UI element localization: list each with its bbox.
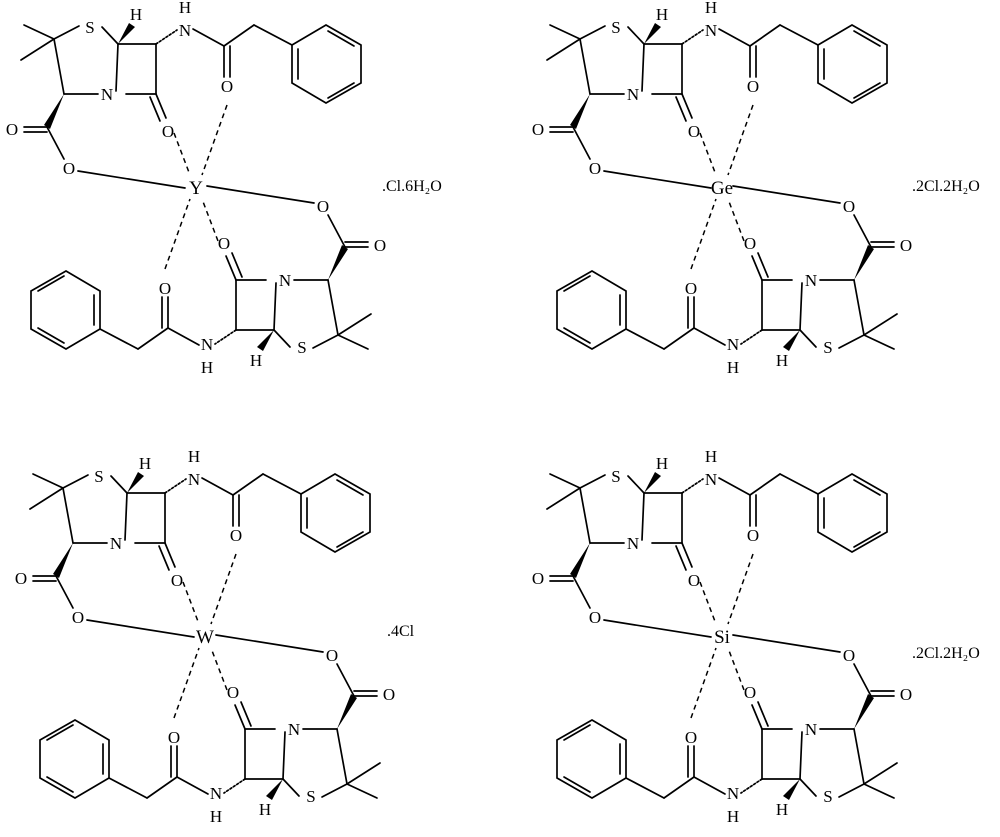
complex-panel-4: Si .2Cl.2H₂O [531,446,980,827]
metal-center-label: Si [714,627,730,648]
counter-ion-label: .4Cl [387,623,415,640]
counter-ion-label: .2Cl.2H₂O [912,178,980,195]
counter-ion-label: .Cl.6H₂O [382,178,442,195]
metal-center-label: Y [189,178,203,199]
complex-panel-2: Ge .2Cl.2H₂O [531,0,980,378]
complex-panel-1: Y .Cl.6H₂O [5,0,442,378]
counter-ion-label: .2Cl.2H₂O [912,645,980,662]
metal-center-label: W [196,627,214,648]
complex-panel-3: W .4Cl [14,446,415,827]
metal-center-label: Ge [711,178,733,199]
